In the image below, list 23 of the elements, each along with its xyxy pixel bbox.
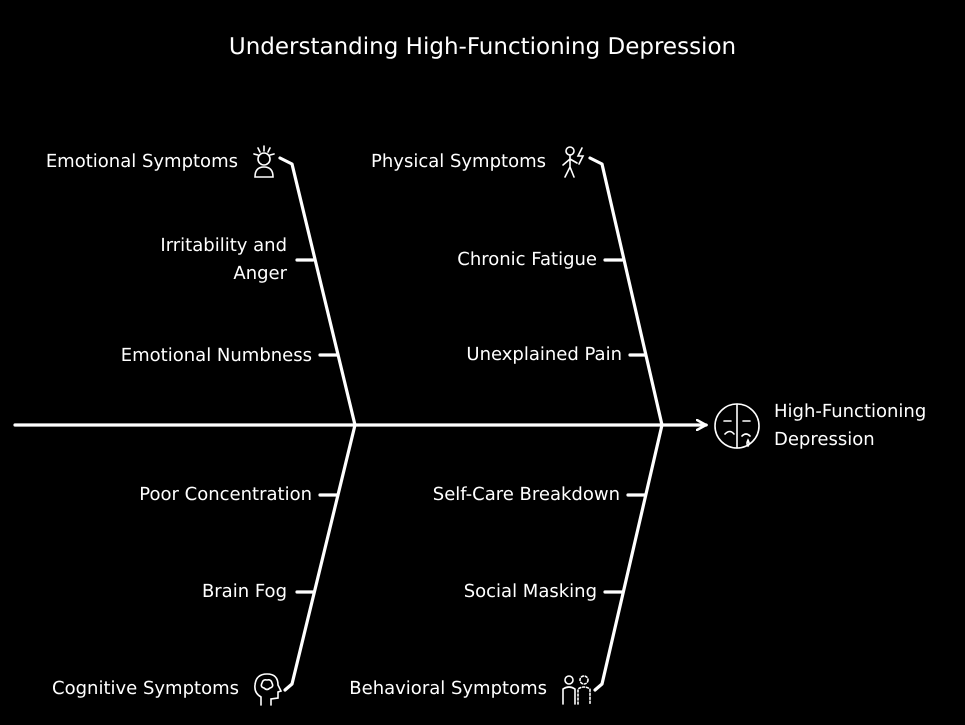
bone-line (603, 258, 624, 262)
cause-label: Irritability and Anger (159, 234, 287, 286)
bone-line (628, 353, 647, 357)
diagram-title: Understanding High-Functioning Depression (228, 33, 738, 62)
bone-line (295, 258, 315, 262)
category-label: Cognitive Symptoms (52, 677, 239, 701)
cause-label: Emotional Numbness (120, 344, 312, 368)
cause-label: Poor Concentration (139, 483, 312, 507)
bone-line (295, 590, 315, 594)
arrow (13, 418, 708, 432)
cause-label: Unexplained Pain (466, 343, 622, 367)
category-label: Behavioral Symptoms (349, 677, 547, 701)
bone-line (318, 493, 339, 497)
cause-label: Self-Care Breakdown (432, 483, 620, 507)
category-label: Emotional Symptoms (46, 150, 238, 174)
cause-label: Chronic Fatigue (457, 248, 597, 272)
effect-label: High-Functioning Depression (774, 400, 928, 452)
bone-line (603, 590, 624, 594)
category-label: Physical Symptoms (371, 150, 546, 174)
cause-label: Social Masking (464, 580, 597, 604)
bone-line (318, 353, 339, 357)
bone-line (626, 493, 647, 497)
cause-label: Brain Fog (202, 580, 287, 604)
